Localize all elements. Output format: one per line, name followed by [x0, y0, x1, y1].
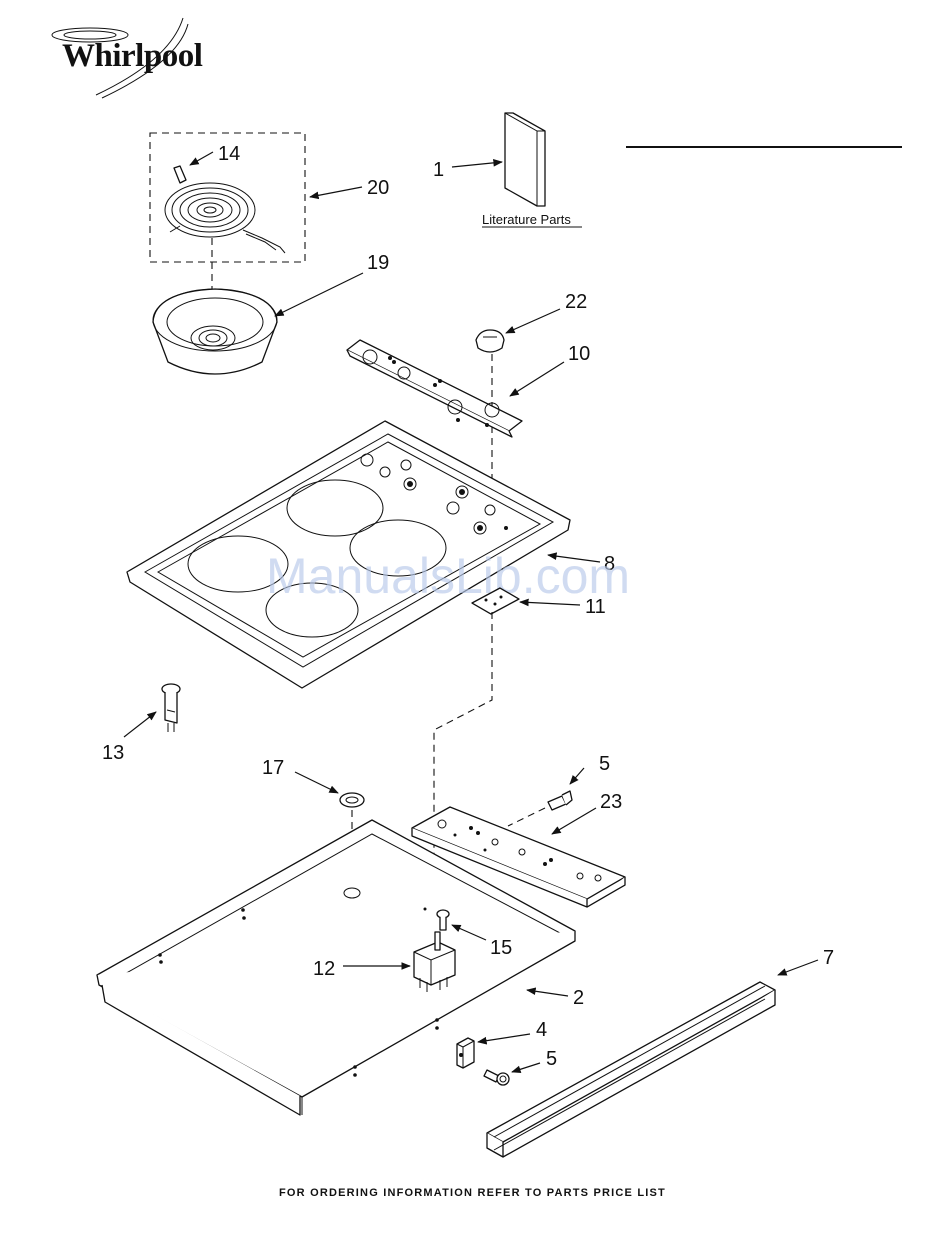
- mounting-bracket: [457, 1038, 474, 1068]
- callout-5a: 5: [599, 753, 610, 775]
- leader-17: [295, 772, 338, 793]
- drip-pan: [153, 289, 277, 374]
- brand-name: Whirlpool: [62, 38, 203, 74]
- callout-10: 10: [568, 343, 590, 365]
- callout-19: 19: [367, 252, 389, 274]
- leader-5a: [570, 768, 584, 784]
- grommet: [340, 793, 364, 807]
- callout-12: 12: [313, 958, 335, 980]
- control-panel: [347, 340, 522, 437]
- indicator-light: [162, 684, 180, 732]
- callout-4: 4: [536, 1019, 547, 1041]
- trim-channel: [487, 982, 775, 1157]
- whirlpool-logo: Whirlpool: [52, 18, 203, 98]
- callout-1: 1: [433, 159, 444, 181]
- leader-13: [124, 712, 156, 737]
- callout-17: 17: [262, 757, 284, 779]
- callout-22: 22: [565, 291, 587, 313]
- leader-22: [506, 309, 560, 333]
- callout-23: 23: [600, 791, 622, 813]
- literature-booklet: [505, 113, 545, 206]
- surface-element-coil: [165, 183, 285, 253]
- ordering-footer: FOR ORDERING INFORMATION REFER TO PARTS …: [279, 1187, 666, 1199]
- callout-15: 15: [490, 937, 512, 959]
- leader-19: [275, 273, 363, 316]
- leader-4: [478, 1034, 530, 1042]
- callout-7: 7: [823, 947, 834, 969]
- control-knob: [476, 330, 504, 352]
- callout-2: 2: [573, 987, 584, 1009]
- leader-5b: [512, 1063, 540, 1072]
- leader-7: [778, 960, 818, 975]
- leader-20: [310, 187, 362, 197]
- terminal-clip: [174, 166, 186, 183]
- screw-lower: [484, 1070, 509, 1085]
- callout-14: 14: [218, 143, 240, 165]
- callout-5b: 5: [546, 1048, 557, 1070]
- literature-label: Literature Parts: [482, 212, 571, 227]
- callout-11: 11: [585, 596, 606, 618]
- leader-23: [552, 808, 596, 834]
- leader-2: [527, 990, 568, 996]
- watermark: ManualsLib.com: [266, 548, 630, 604]
- leader-14: [190, 152, 213, 165]
- leader-10: [510, 362, 564, 396]
- dash-screw-upper: [508, 808, 545, 826]
- callout-20: 20: [367, 177, 389, 199]
- screw-upper: [548, 791, 572, 810]
- callout-13: 13: [102, 742, 124, 764]
- leader-1: [452, 162, 502, 167]
